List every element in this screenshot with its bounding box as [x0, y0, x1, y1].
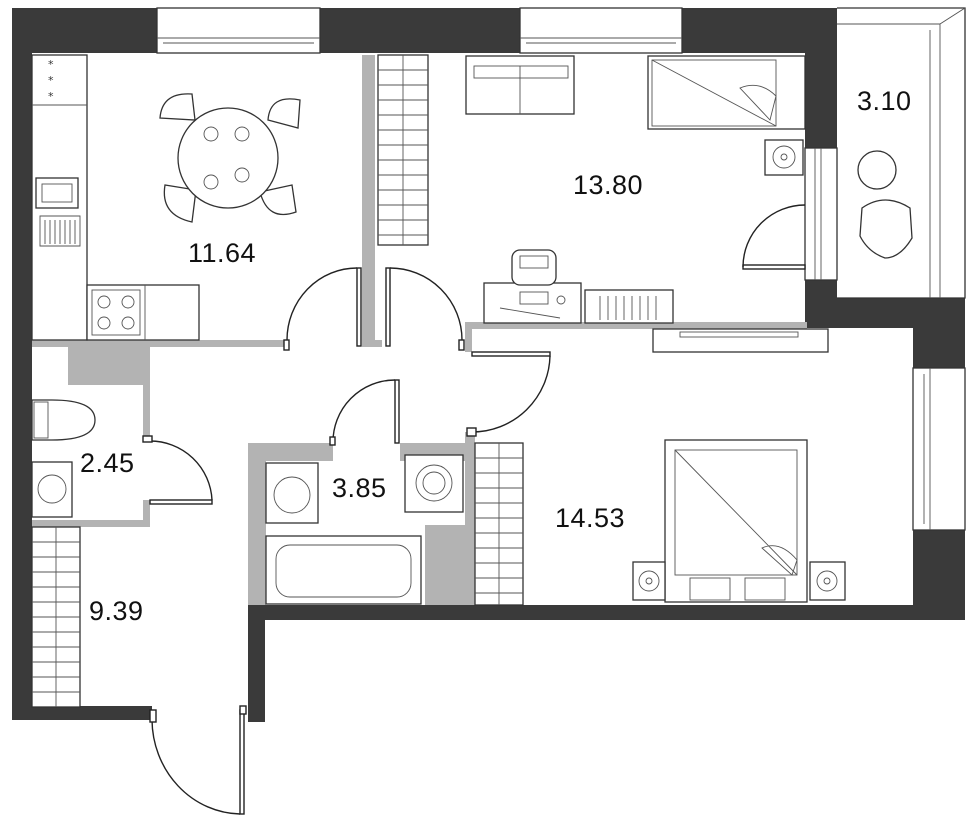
- area-label-balcony: 3.10: [857, 86, 912, 116]
- bathtub: [265, 535, 422, 605]
- partitions: [32, 55, 807, 605]
- area-label-bathroom: 3.85: [332, 473, 387, 503]
- balcony: [837, 7, 966, 299]
- wc-fixtures: [31, 399, 96, 518]
- area-label-wc: 2.45: [80, 448, 135, 478]
- balcony-table: [857, 150, 897, 190]
- sink: [35, 177, 79, 209]
- dining-table: [159, 93, 301, 223]
- bedroom-furniture: [632, 439, 846, 603]
- toilet: [31, 399, 96, 441]
- wc-sink: [31, 461, 73, 518]
- bookshelf: [584, 289, 674, 324]
- fridge: * * *: [48, 58, 54, 103]
- living-furniture: [465, 55, 829, 353]
- area-label-hallway: 9.39: [89, 596, 144, 626]
- balcony-chair: [859, 199, 913, 259]
- double-bed: [664, 439, 808, 603]
- wardrobe-living: [377, 54, 429, 246]
- wardrobe-bedroom: [474, 442, 524, 606]
- wardrobe-hallway: [31, 526, 81, 708]
- washing-machine: [404, 454, 464, 513]
- cooktop: [91, 289, 141, 336]
- desk-chair: [511, 249, 557, 286]
- area-label-living-room: 13.80: [573, 170, 644, 200]
- sofa: [465, 55, 575, 115]
- area-label-kitchen: 11.64: [188, 238, 257, 268]
- desk: [483, 249, 582, 324]
- kitchen-furniture: * * *: [31, 54, 301, 341]
- area-label-bedroom: 14.53: [555, 503, 626, 533]
- windows: [156, 7, 966, 531]
- sofa-bed: [647, 55, 806, 130]
- sink-living: [764, 139, 804, 176]
- svg-text:*: *: [48, 58, 54, 71]
- bathroom-fixtures: [265, 454, 464, 605]
- svg-text:*: *: [48, 74, 54, 87]
- nightstand-right: [809, 561, 846, 601]
- svg-text:*: *: [48, 90, 54, 103]
- tv-unit: [652, 328, 829, 353]
- exterior-walls: [12, 8, 965, 722]
- nightstand-left: [632, 561, 666, 601]
- doors: [142, 204, 806, 815]
